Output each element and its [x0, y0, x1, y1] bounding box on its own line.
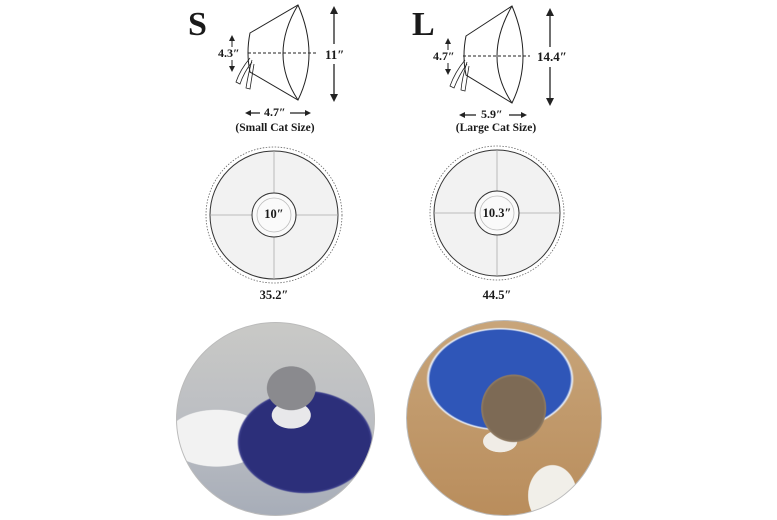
large-cone-height-label: 14.4″ — [537, 49, 567, 64]
size-letter-large: L — [412, 6, 435, 43]
large-inner-diameter-label: 10.3″ — [482, 206, 512, 220]
large-neck-height-label: 4.7″ — [433, 49, 455, 63]
small-cone-drawing — [229, 4, 338, 116]
large-depth-label: 5.9″ — [481, 107, 503, 121]
large-flat-plate-drawing — [429, 145, 565, 281]
small-inner-diameter-label: 10″ — [264, 207, 284, 221]
small-caption: (Small Cat Size) — [235, 122, 315, 134]
large-cone-drawing — [445, 5, 554, 118]
small-cat-photo — [176, 322, 375, 516]
large-caption: (Large Cat Size) — [455, 122, 537, 134]
large-cat-photo — [406, 320, 602, 516]
large-circumference-label: 44.5″ — [482, 288, 512, 302]
size-letter-small: S — [188, 6, 207, 43]
small-flat-plate-drawing — [205, 146, 343, 284]
small-cone-height-label: 11″ — [325, 47, 345, 62]
small-depth-label: 4.7″ — [264, 105, 286, 119]
small-circumference-label: 35.2″ — [259, 288, 289, 302]
small-neck-height-label: 4.3″ — [218, 46, 240, 60]
